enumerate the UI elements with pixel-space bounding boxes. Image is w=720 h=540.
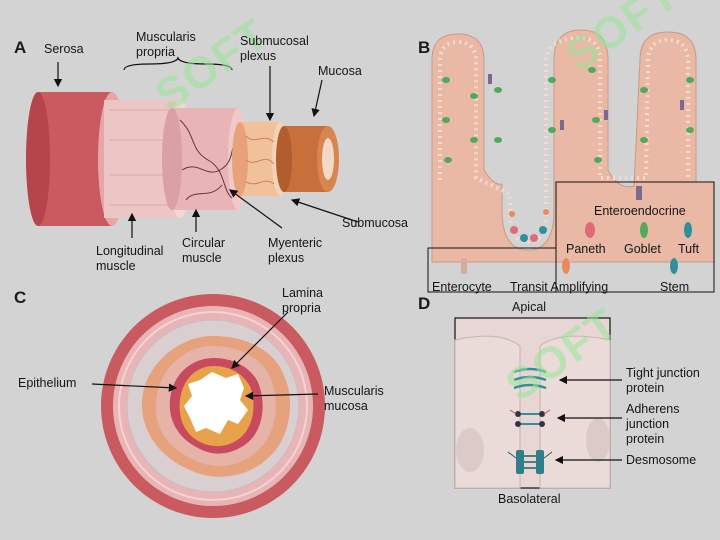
tuft-icon	[684, 222, 692, 238]
paneth-label: Paneth	[566, 242, 606, 256]
mucosa-layer	[276, 126, 339, 192]
panel-d-diagram	[454, 317, 622, 489]
serosa-label: Serosa	[44, 42, 84, 56]
crypt-villus-epithelium	[431, 29, 715, 263]
enterocyte-icon	[461, 258, 467, 274]
panel-a-diagram	[26, 56, 359, 238]
paneth-icon	[585, 222, 595, 238]
villus-cells	[442, 67, 694, 163]
stem-icon	[670, 258, 678, 274]
transit-amplifying-icon	[562, 258, 570, 274]
muscularis-propria-brace	[123, 56, 233, 71]
panel-c-diagram	[91, 294, 325, 518]
lumen	[184, 372, 248, 434]
goblet-label: Goblet	[624, 242, 661, 256]
cell-legend-box	[555, 181, 715, 293]
panel-label-a: A	[14, 38, 27, 57]
panel-b-diagram	[427, 29, 715, 293]
adherens-junction-protein-shape	[509, 409, 551, 427]
crypt-base-cells	[509, 209, 549, 242]
tuft-cells	[488, 74, 684, 130]
basolateral-label: Basolateral	[498, 492, 561, 506]
mucosa-label: Mucosa	[318, 64, 362, 78]
panel-label-b: B	[418, 38, 431, 57]
goblet-icon	[640, 222, 648, 238]
apical-label: Apical	[512, 300, 547, 314]
panel-label-c: C	[14, 288, 27, 307]
enteroendocrine-label: Enteroendocrine	[594, 204, 686, 218]
stem-label: Stem	[660, 280, 690, 294]
panel-label-d: D	[418, 294, 431, 313]
transit-amplifying-label: Transit Amplifying	[510, 280, 609, 294]
desmosome-shape	[507, 450, 553, 474]
enterocyte-label: Enterocyte	[432, 280, 492, 294]
tight-junction-protein-shape	[513, 367, 547, 390]
epithelium-label: Epithelium	[18, 376, 77, 390]
desmosome-label: Desmosome	[626, 453, 697, 467]
enteroendocrine-icon	[636, 186, 642, 200]
submucosa-label: Submucosa	[342, 216, 409, 230]
tuft-label: Tuft	[678, 242, 700, 256]
